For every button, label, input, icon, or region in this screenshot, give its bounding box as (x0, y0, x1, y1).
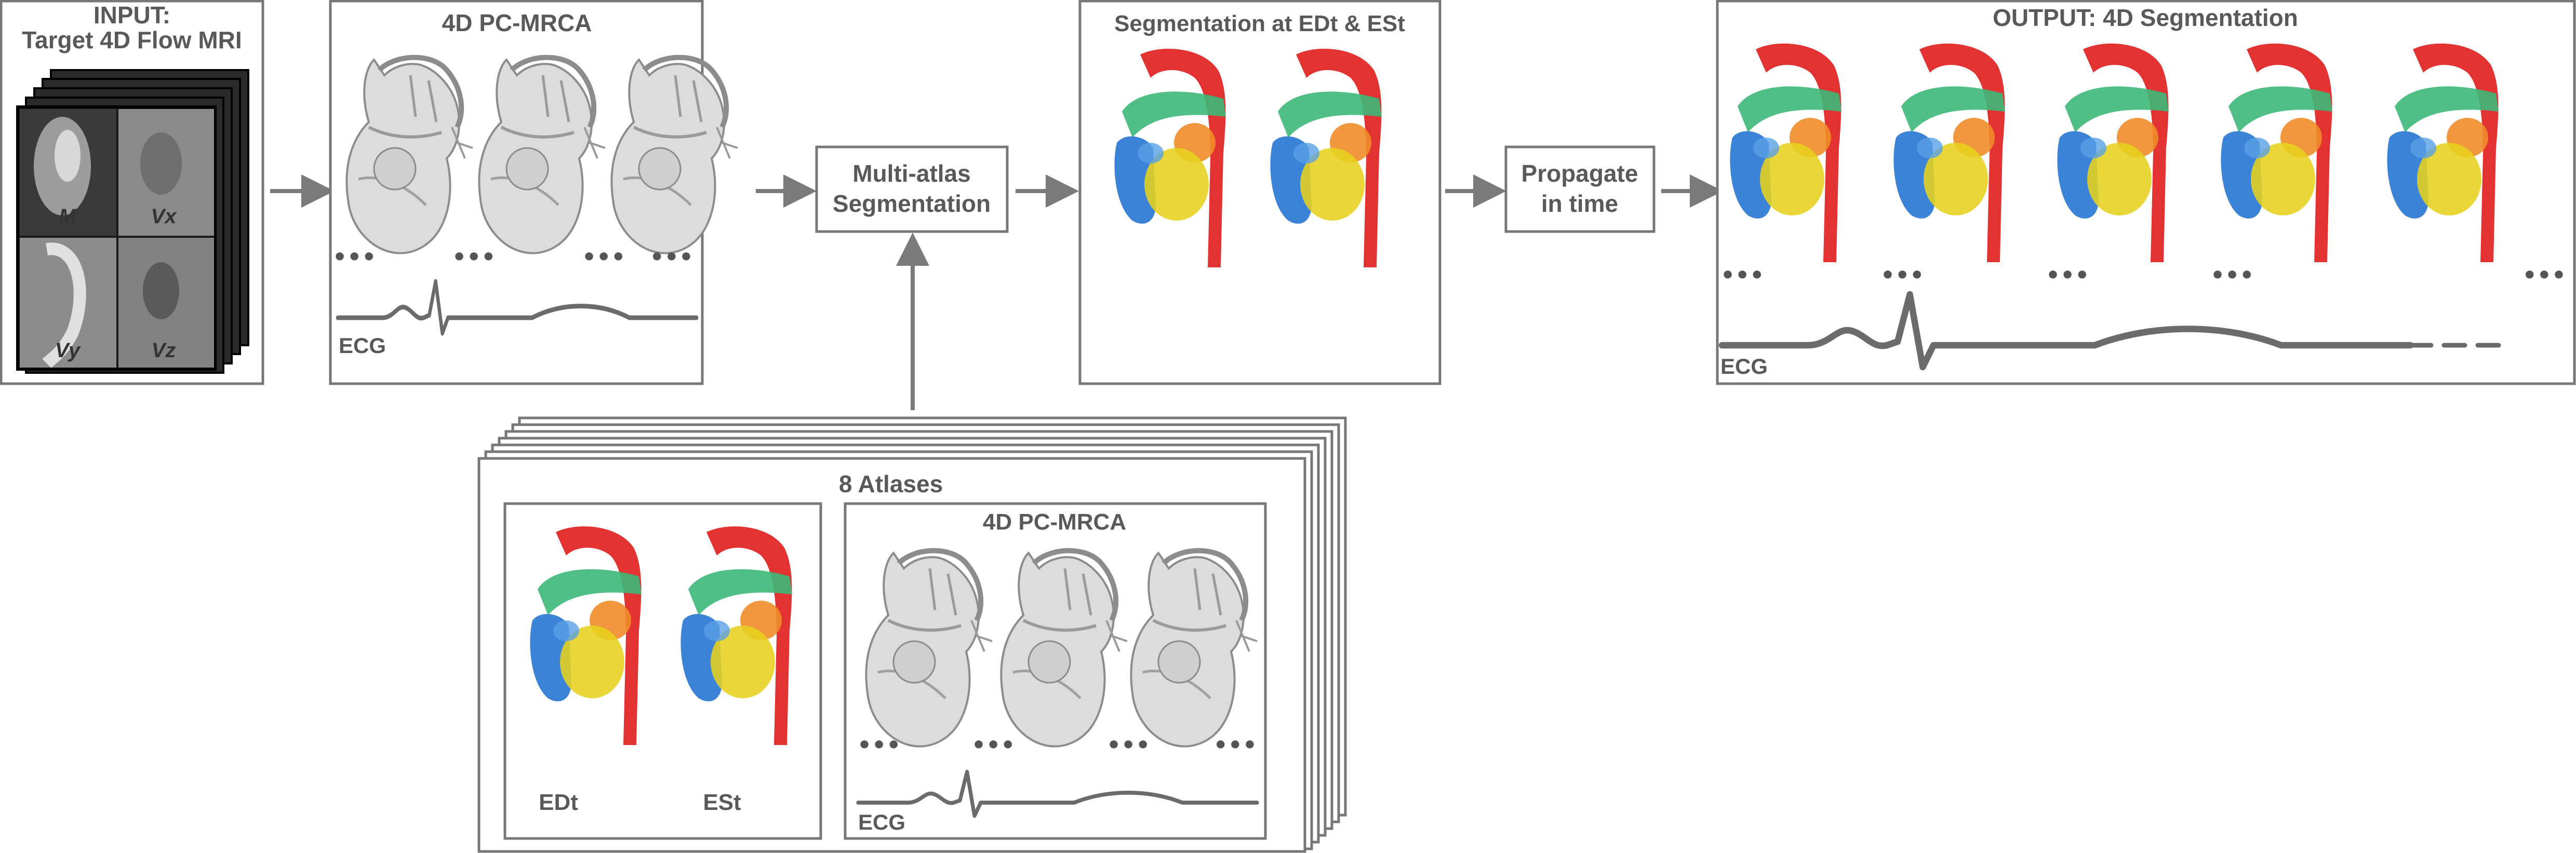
atlas-dots-3: ••• (1106, 732, 1150, 759)
atlas-dots-4: ••• (1213, 732, 1257, 759)
atlases-title: 8 Atlases (839, 470, 943, 497)
multiatlas-line2: Segmentation (833, 190, 991, 217)
output-dots-5: ••• (2522, 262, 2566, 289)
propagate-box (1504, 145, 1656, 233)
mri-stack: M Vx Vy Vz (16, 69, 249, 374)
atlas-est-label: ESt (703, 790, 741, 815)
atlas-dots-1: ••• (857, 732, 901, 759)
output-dots-1: ••• (1720, 262, 1764, 289)
input-title-line2: Target 4D Flow MRI (22, 26, 242, 53)
propagate-line2: in time (1541, 190, 1618, 217)
pcmrca-dots-1: ••• (332, 244, 376, 270)
pcmrca-title: 4D PC-MRCA (442, 9, 592, 36)
pcmrca-dots-4: ••• (650, 244, 693, 270)
output-title: OUTPUT: 4D Segmentation (1993, 4, 2298, 31)
propagate-line1: Propagate (1521, 160, 1638, 187)
mri-label-vy: Vy (55, 339, 81, 362)
atlas-ecg-label: ECG (858, 810, 905, 834)
mri-label-vx: Vx (151, 205, 178, 228)
atlas-dots-2: ••• (971, 732, 1015, 759)
seg-title: Segmentation at EDt & ESt (1114, 11, 1405, 36)
pcmrca-dots-3: ••• (582, 244, 625, 270)
pcmrca-dots-2: ••• (452, 244, 496, 270)
mri-label-m: M (59, 205, 77, 228)
multiatlas-box (815, 145, 1009, 233)
output-dots-3: ••• (2046, 262, 2089, 289)
mri-label-vz: Vz (152, 339, 176, 362)
pcmrca-ecg-label: ECG (339, 333, 386, 358)
gray-heart-frame-3 (611, 58, 738, 253)
output-dots-2: ••• (1880, 262, 1924, 289)
input-title-line1: INPUT: (94, 2, 170, 29)
multiatlas-line1: Multi-atlas (852, 160, 970, 187)
atlas-edt-label: EDt (539, 790, 578, 815)
atlas-pcmrca-title: 4D PC-MRCA (983, 509, 1126, 535)
output-dots-4: ••• (2210, 262, 2254, 289)
output-ecg-label: ECG (1720, 354, 1768, 378)
